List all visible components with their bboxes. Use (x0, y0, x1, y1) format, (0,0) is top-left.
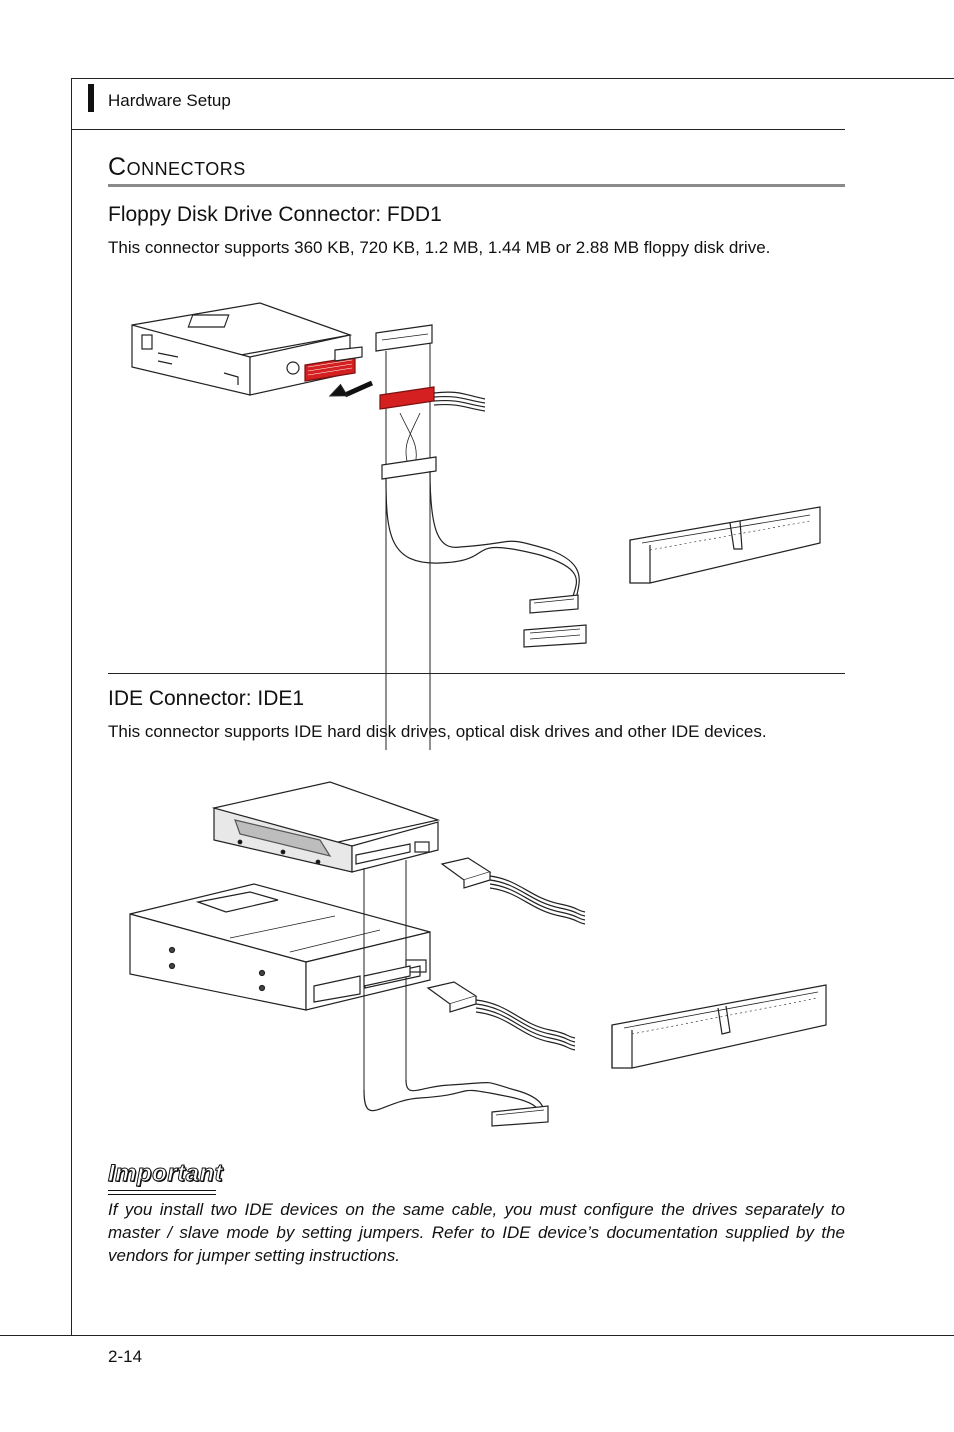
header-top-rule (71, 78, 954, 79)
important-note: If you install two IDE devices on the sa… (108, 1200, 845, 1265)
fdd-description: This connector supports 360 KB, 720 KB, … (108, 238, 771, 257)
fdd-heading: Floppy Disk Drive Connector: FDD1 (108, 203, 442, 226)
page-title: CONNECTORS (108, 153, 246, 182)
header-marker (88, 84, 94, 112)
footer-rule (0, 1335, 954, 1336)
section-divider (108, 673, 845, 674)
header-bottom-rule (71, 129, 845, 130)
ide-illustration (129, 781, 827, 1127)
page-title-rest: ONNECTORS (126, 159, 246, 179)
fdd-illustration (131, 302, 821, 750)
page-number: 2-14 (108, 1347, 143, 1366)
page-title-initial: C (108, 153, 127, 181)
important-underline (108, 1190, 216, 1191)
header-section-label: Hardware Setup (108, 91, 231, 110)
ide-heading: IDE Connector: IDE1 (108, 687, 305, 710)
important-underline-second (108, 1194, 216, 1195)
ide-description: This connector supports IDE hard disk dr… (108, 722, 767, 741)
important-label: Important (107, 1160, 224, 1188)
title-rule (108, 184, 845, 187)
page-left-border (71, 78, 72, 1336)
